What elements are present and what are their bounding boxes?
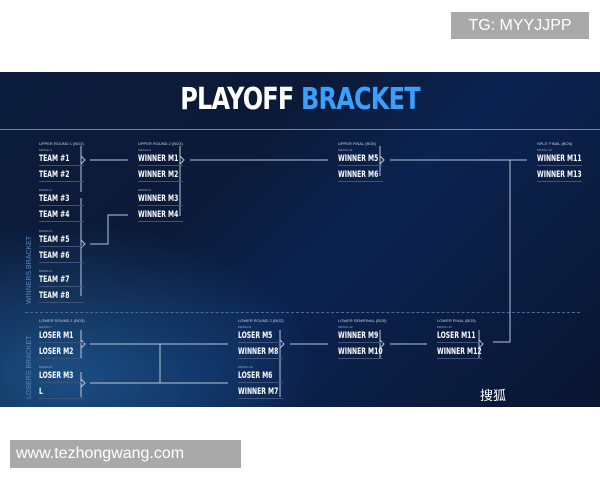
match-label: MATCH 7 bbox=[39, 325, 52, 329]
bracket-entry: WINNER M10 bbox=[338, 347, 383, 359]
bracket-entry: LOSER M11 bbox=[437, 331, 482, 343]
bracket-entry: LOSER M2 bbox=[39, 347, 84, 359]
bracket-entry: TEAM #2 bbox=[39, 170, 84, 182]
round-label: UPPER FINAL (BO5) bbox=[338, 141, 376, 146]
bracket-entry: LOSER M1 bbox=[39, 331, 84, 343]
divider bbox=[0, 129, 600, 130]
round-label: UPPER ROUND 1 (BO3) bbox=[39, 141, 84, 146]
bracket-entry: TEAM #8 bbox=[39, 291, 84, 303]
bracket-entry: TEAM #7 bbox=[39, 275, 84, 287]
match-label: MATCH 5 bbox=[138, 148, 151, 152]
bracket-entry: WINNER M11 bbox=[537, 154, 582, 166]
match-label: MATCH 14 bbox=[537, 148, 552, 152]
match-label: MATCH 4 bbox=[39, 269, 52, 273]
bracket-entry: L bbox=[39, 387, 84, 399]
bracket-entry: WINNER M13 bbox=[537, 170, 582, 182]
bracket-entry: WINNER M2 bbox=[138, 170, 183, 182]
bracket-entry: WINNER M9 bbox=[338, 331, 383, 343]
watermark-url: www.tezhongwang.com bbox=[10, 440, 241, 468]
bracket-entry: WINNER M4 bbox=[138, 210, 183, 222]
page-title: PLAYOFF BRACKET bbox=[60, 82, 540, 117]
bracket-entry: TEAM #5 bbox=[39, 235, 84, 247]
bracket-entry: WINNER M7 bbox=[238, 387, 283, 399]
round-label: LOWER SEMIFINAL (BO5) bbox=[338, 318, 387, 323]
bracket-entry: TEAM #4 bbox=[39, 210, 84, 222]
title-part2: BRACKET bbox=[301, 82, 421, 117]
sohu-logo: 搜狐 bbox=[480, 388, 507, 403]
bracket-entry: TEAM #3 bbox=[39, 194, 84, 206]
bracket-entry: TEAM #6 bbox=[39, 251, 84, 263]
bracket-entry: WINNER M5 bbox=[338, 154, 383, 166]
match-label: MATCH 1 bbox=[39, 148, 52, 152]
bracket-lines bbox=[80, 146, 527, 397]
bracket-entry: WINNER M3 bbox=[138, 194, 183, 206]
divider-dashed bbox=[25, 312, 580, 313]
bracket-board: PLAYOFF BRACKET WINNERS BRACKET LOSERS B… bbox=[0, 72, 600, 407]
watermark-tg: TG: MYYJJPP bbox=[451, 12, 589, 39]
round-label: UPPER ROUND 2 (BO3) bbox=[138, 141, 183, 146]
round-label: LOWER FINAL (BO5) bbox=[437, 318, 476, 323]
match-label: MATCH 13 bbox=[437, 325, 452, 329]
match-label: MATCH 2 bbox=[39, 188, 52, 192]
bracket-entry: WINNER M8 bbox=[238, 347, 283, 359]
bracket-entry: LOSER M3 bbox=[39, 371, 84, 383]
title-part1: PLAYOFF bbox=[180, 82, 294, 117]
match-label: MATCH 10 bbox=[238, 365, 253, 369]
round-label: LOWER ROUND 2 (BO3) bbox=[238, 318, 284, 323]
match-label: MATCH 8 bbox=[39, 365, 52, 369]
bracket-entry: LOSER M6 bbox=[238, 371, 283, 383]
match-label: MATCH 9 bbox=[238, 325, 251, 329]
round-label: LOWER ROUND 1 (BO3) bbox=[39, 318, 85, 323]
bracket-entry: WINNER M6 bbox=[338, 170, 383, 182]
match-label: MATCH 6 bbox=[138, 188, 151, 192]
match-label: MATCH 12 bbox=[338, 325, 353, 329]
bracket-entry: WINNER M12 bbox=[437, 347, 482, 359]
match-label: MATCH 3 bbox=[39, 229, 52, 233]
match-label: MATCH 11 bbox=[338, 148, 353, 152]
bracket-entry: TEAM #1 bbox=[39, 154, 84, 166]
bracket-entry: WINNER M1 bbox=[138, 154, 183, 166]
round-label: SPLIT FINAL (BO5) bbox=[537, 141, 573, 146]
bracket-entry: LOSER M5 bbox=[238, 331, 283, 343]
